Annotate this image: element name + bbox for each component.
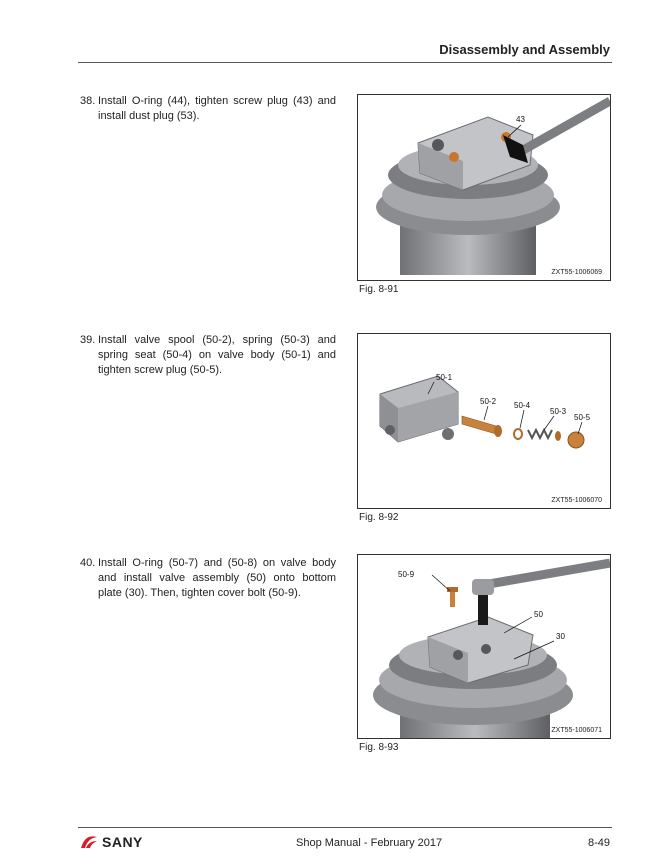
callout-label: 50-3: [550, 407, 567, 416]
callout-label: 50-9: [398, 570, 415, 579]
figure-caption: Fig. 8-93: [359, 742, 399, 753]
callout-label: 43: [516, 115, 525, 124]
figure-caption: Fig. 8-91: [359, 284, 399, 295]
figure-code: ZXT55-1006070: [551, 497, 602, 504]
page-header-title: Disassembly and Assembly: [439, 42, 610, 57]
figure-8-93: 50-9 50 30 ZXT55-1006071: [357, 554, 611, 739]
step-text: Install O-ring (44), tighten screw plug …: [98, 95, 336, 122]
step-39: 39. Install valve spool (50-2), spring (…: [80, 333, 336, 378]
step-number: 38.: [80, 95, 96, 107]
sany-logo: SANY: [80, 834, 143, 850]
motor-illustration: 43: [376, 97, 610, 275]
footer-title: Shop Manual - February 2017: [296, 837, 443, 849]
figure-8-91: 43 ZXT55-1006069: [357, 94, 611, 281]
step-38: 38. Install O-ring (44), tighten screw p…: [80, 94, 336, 124]
figure-code: ZXT55-1006071: [551, 727, 602, 734]
step-number: 39.: [80, 334, 96, 346]
figure-code: ZXT55-1006069: [551, 269, 602, 276]
callout-label: 50: [534, 610, 543, 619]
callout-label: 30: [556, 632, 565, 641]
header-rule: [78, 62, 612, 63]
figure-caption: Fig. 8-92: [359, 512, 399, 523]
step-text: Install O-ring (50-7) and (50-8) on valv…: [98, 557, 336, 599]
page-number: 8-49: [587, 837, 610, 849]
footer-rule: [78, 827, 612, 828]
valve-parts-illustration: 50-1 50-2 50-4 50-3 50-5: [379, 373, 591, 449]
callout-label: 50-1: [436, 373, 453, 382]
brand-name: SANY: [102, 834, 143, 850]
valve-assembly-illustration: 50-9 50 30: [373, 558, 610, 738]
callout-label: 50-5: [574, 413, 591, 422]
callout-label: 50-2: [480, 397, 497, 406]
sany-logo-icon: [81, 836, 97, 848]
callout-label: 50-4: [514, 401, 531, 410]
figure-8-92: 50-1 50-2 50-4 50-3 50-5 ZXT55-1006070: [357, 333, 611, 509]
step-text: Install valve spool (50-2), spring (50-3…: [98, 334, 336, 376]
step-number: 40.: [80, 557, 96, 569]
step-40: 40. Install O-ring (50-7) and (50-8) on …: [80, 556, 336, 601]
